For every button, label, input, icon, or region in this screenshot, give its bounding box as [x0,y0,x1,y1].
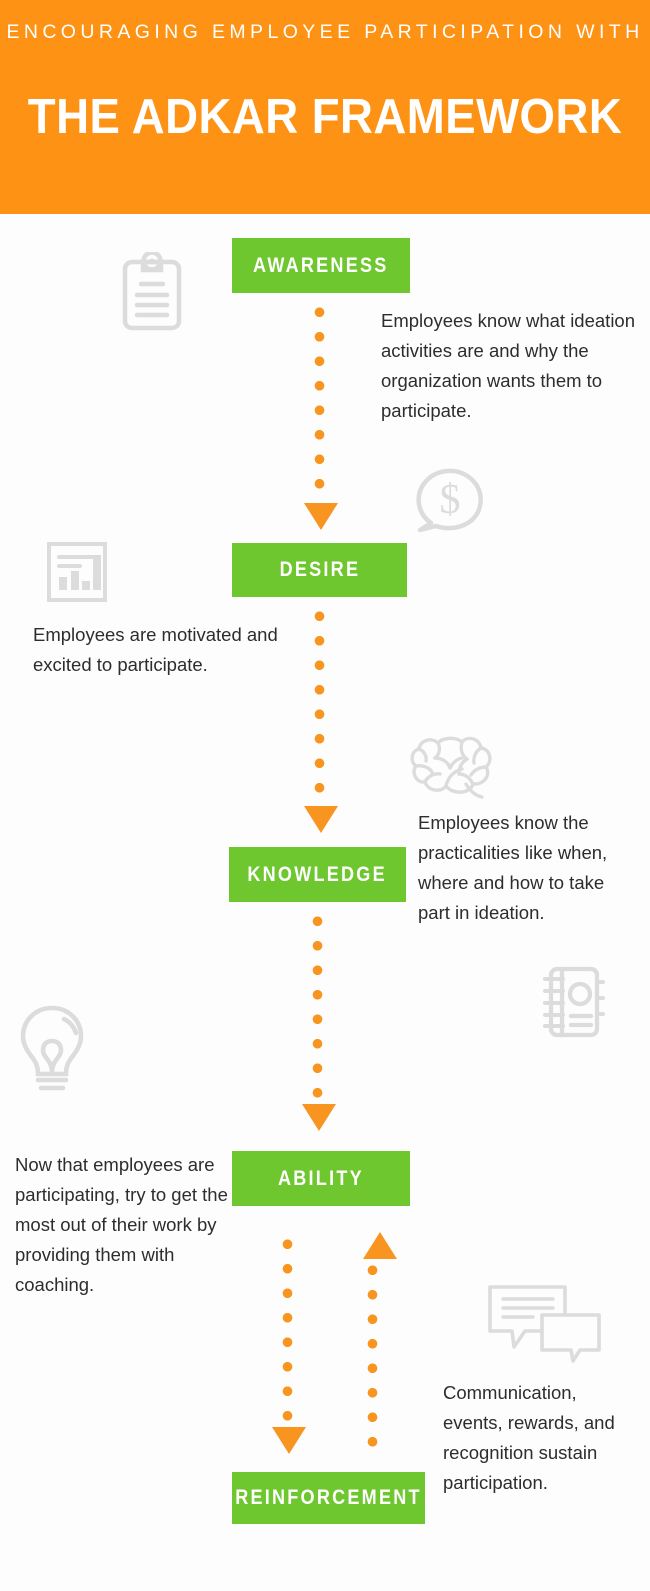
stage-label-desire: DESIRE [279,558,360,581]
connector-dots-desire-to-knowledge [313,604,326,808]
stage-label-ability: ABILITY [278,1166,364,1190]
stage-description-ability: Now that employees are participating, tr… [15,1154,228,1295]
connector-arrow-ability-to-reinforcement [272,1427,306,1454]
stage-description-knowledge: Employees know the practicalities like w… [418,812,608,923]
stage-box-awareness[interactable]: AWARENESS [232,238,410,293]
connector-arrow-desire-to-knowledge [304,806,338,833]
stage-label-awareness: AWARENESS [253,253,389,277]
connector-arrow-knowledge-to-ability [302,1104,336,1131]
stage-box-desire[interactable]: DESIRE [232,543,407,597]
chat-bubbles-icon [488,1285,601,1363]
connector-dots-knowledge-to-ability [311,909,324,1106]
connector-dots-ability-to-reinforcement [281,1232,294,1429]
page-title: THE ADKAR FRAMEWORK [27,90,623,144]
svg-text:$: $ [440,477,461,523]
stage-box-reinforcement[interactable]: REINFORCEMENT [232,1472,425,1524]
money-speech-bubble-icon: $ [416,468,483,533]
connector-arrow-reinforcement-to-ability [363,1232,397,1259]
stage-description-reinforcement: Communication, events, rewards, and reco… [443,1382,615,1493]
connector-dots-reinforcement-to-ability [366,1258,379,1448]
lightbulb-icon [20,1005,84,1091]
clipboard-icon [122,252,182,331]
address-book-icon [543,966,605,1038]
stage-label-reinforcement: REINFORCEMENT [235,1486,422,1509]
stage-label-knowledge: KNOWLEDGE [247,862,388,886]
stage-description-awareness: Employees know what ideation activities … [381,310,636,421]
brain-icon [410,736,492,799]
header-kicker: ENCOURAGING EMPLOYEE PARTICIPATION WITH [6,21,644,43]
connector-arrow-awareness-to-desire [304,503,338,530]
header-banner: ENCOURAGING EMPLOYEE PARTICIPATION WITH … [0,0,650,214]
stage-description-desire: Employees are motivated and excited to p… [33,624,278,675]
connector-dots-awareness-to-desire [313,300,326,505]
bar-chart-report-icon [47,542,107,602]
stage-box-ability[interactable]: ABILITY [232,1151,410,1206]
stage-box-knowledge[interactable]: KNOWLEDGE [229,847,406,902]
